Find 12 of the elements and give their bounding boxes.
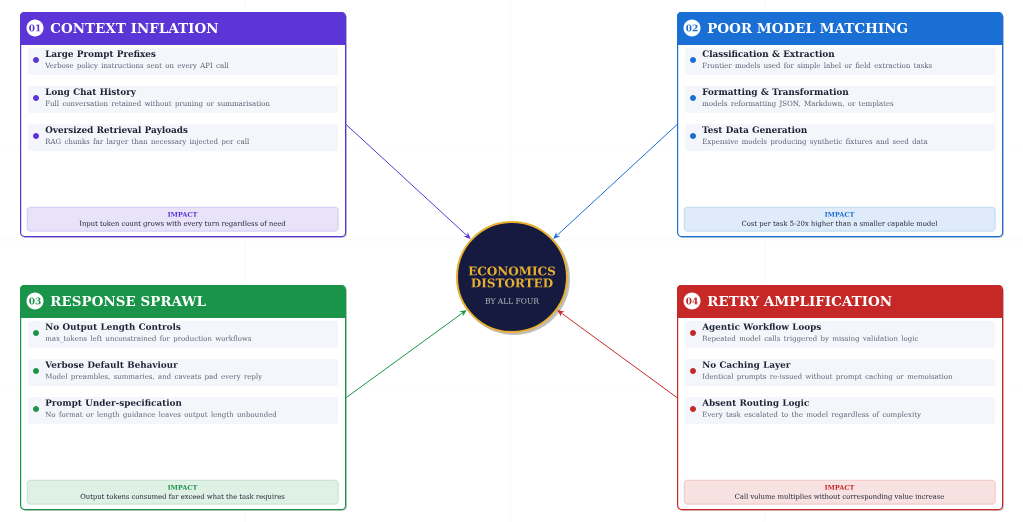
panel-title: RETRY AMPLIFICATION	[707, 295, 892, 307]
arrow	[345, 124, 471, 239]
panel-title: RESPONSE SPRAWL	[50, 295, 206, 307]
arrow	[557, 310, 678, 399]
arrow	[345, 310, 467, 399]
number-badge: 03	[26, 292, 44, 310]
number-badge: 04	[683, 292, 701, 310]
arrow	[553, 124, 678, 239]
number-badge: 02	[683, 19, 701, 37]
panel-title: POOR MODEL MATCHING	[707, 22, 907, 34]
panel-title: CONTEXT INFLATION	[50, 22, 218, 34]
number-badge: 01	[26, 19, 44, 37]
